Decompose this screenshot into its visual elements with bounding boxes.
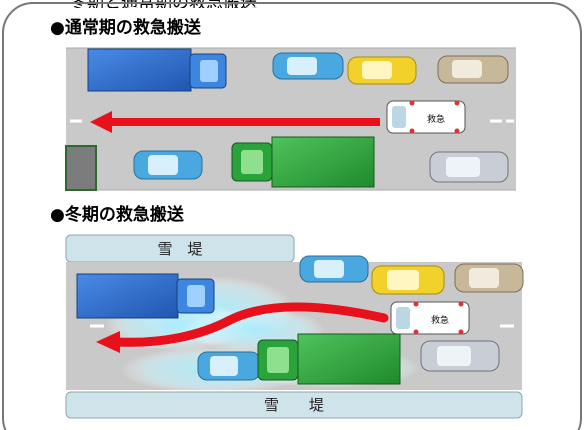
- green-truck-normal: [231, 136, 375, 188]
- snowbank-bottom-label: 雪 堤: [264, 396, 324, 414]
- ambulance-normal: 救急: [386, 100, 466, 134]
- silver-car-winter: [420, 340, 500, 372]
- blue-car-winter-1: [299, 255, 369, 283]
- blue-truck-normal: [87, 48, 227, 92]
- ambulance-winter: 救急: [390, 301, 470, 335]
- blue-truck-winter: [76, 273, 215, 319]
- red-arrow-winter: [96, 302, 389, 353]
- yellow-car-normal: [347, 56, 417, 85]
- yellow-car-winter: [371, 265, 445, 295]
- snowbank-top: 雪 堤: [65, 234, 295, 263]
- tan-car-normal: [437, 55, 509, 84]
- ambulance-label: 救急: [427, 113, 445, 125]
- snowbank-top-label: 雪 堤: [157, 240, 202, 258]
- silver-car-normal: [429, 151, 509, 183]
- red-arrow-normal: [90, 111, 380, 133]
- snowbank-bottom: 雪 堤: [65, 391, 523, 419]
- blue-car-winter-2: [197, 351, 261, 381]
- winter-section-title: ●冬期の救急搬送: [50, 205, 184, 225]
- green-truck-winter: [257, 333, 401, 385]
- gray-vehicle-normal: [65, 145, 97, 191]
- ambulance-label-winter: 救急: [431, 314, 449, 326]
- blue-car-normal-2: [133, 150, 203, 180]
- blue-car-normal-1: [272, 52, 344, 80]
- normal-section-title: ●通常期の救急搬送: [50, 18, 201, 38]
- tan-car-winter: [454, 263, 524, 293]
